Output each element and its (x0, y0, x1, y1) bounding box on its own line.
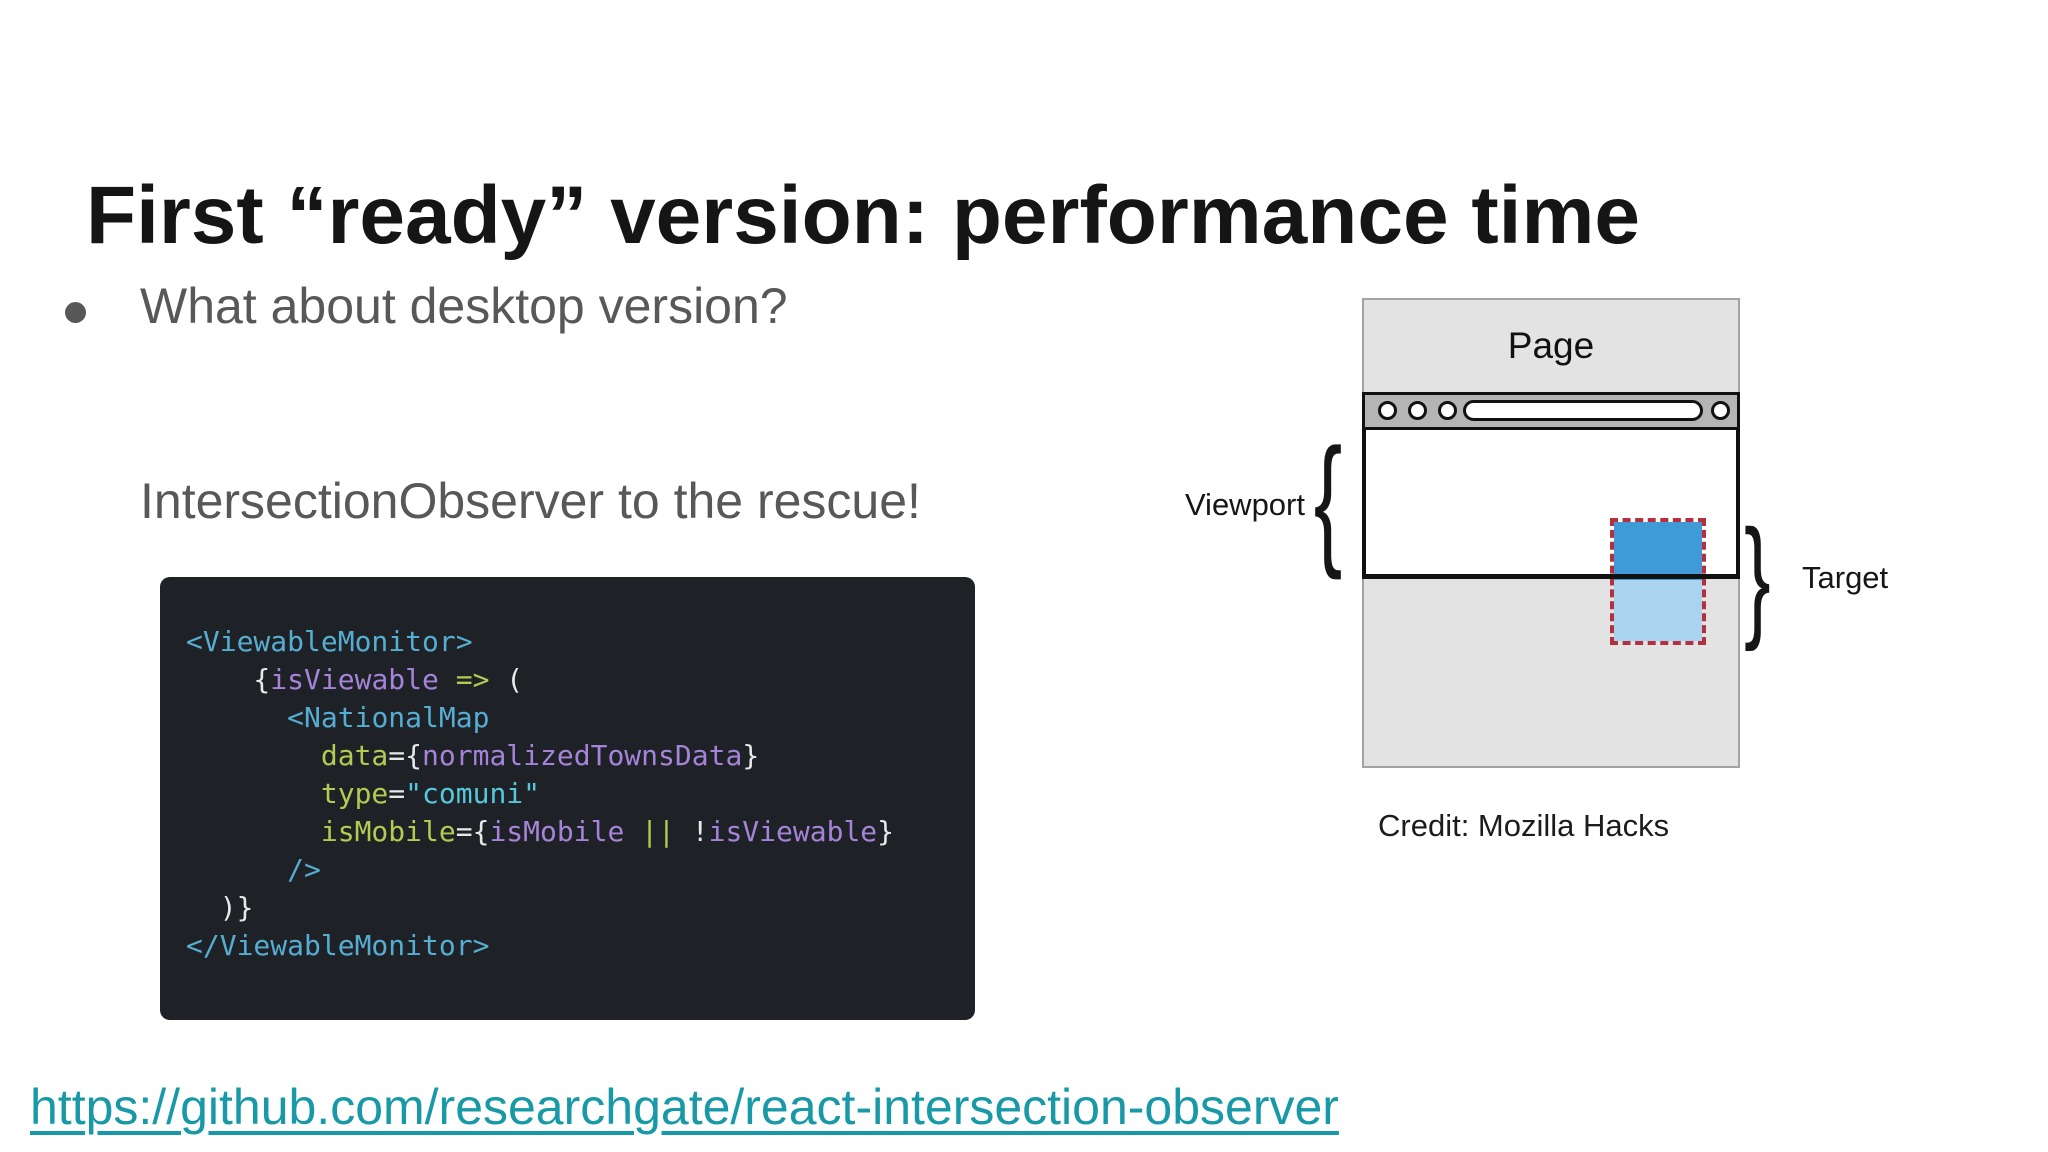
viewport-brace: { (1313, 419, 1343, 581)
code-token: </ViewableMonitor> (186, 929, 490, 962)
code-token: )} (186, 891, 254, 924)
code-token (186, 777, 321, 810)
browser-button-icon (1438, 401, 1457, 420)
code-token: { (186, 663, 271, 696)
target-visible-part (1614, 522, 1702, 580)
github-link[interactable]: https://github.com/researchgate/react-in… (30, 1079, 1339, 1135)
code-token (624, 815, 641, 848)
credit-text: Credit: Mozilla Hacks (1378, 808, 1670, 843)
code-token: normalizedTownsData (422, 739, 743, 772)
code-token: } (742, 739, 760, 772)
bullet-text: What about desktop version? (140, 278, 788, 334)
target-hidden-part (1614, 580, 1702, 641)
code-token: <ViewableMonitor> (186, 625, 473, 658)
code-line: </ViewableMonitor> (186, 927, 965, 965)
diagram-page-label: Page (1507, 325, 1595, 366)
subtext: IntersectionObserver to the rescue! (140, 473, 921, 529)
code-token: <NationalMap (287, 701, 490, 734)
code-token: isMobile (489, 815, 625, 848)
code-line: )} (186, 889, 965, 927)
code-token (186, 739, 321, 772)
code-line: <NationalMap (186, 699, 965, 737)
code-block: <ViewableMonitor> {isViewable => ( <Nati… (160, 577, 975, 1020)
browser-chrome-bar (1362, 392, 1740, 430)
code-token (186, 701, 287, 734)
intersection-diagram: Page (1362, 298, 1740, 768)
browser-button-icon (1408, 401, 1427, 420)
code-token: isMobile (320, 815, 456, 848)
code-line: /> (186, 851, 965, 889)
code-line: isMobile={isMobile || !isViewable} (186, 813, 965, 851)
code-token (439, 663, 456, 696)
code-token (186, 815, 321, 848)
code-token: isViewable (708, 815, 878, 848)
code-token: || (641, 815, 675, 848)
page-title: First “ready” version: performance time (86, 169, 1640, 261)
code-token: ={ (388, 739, 423, 772)
code-token: isViewable (270, 663, 439, 696)
code-token: => (455, 663, 490, 696)
viewport-label: Viewport (1184, 487, 1305, 522)
code-token: /> (287, 853, 321, 886)
code-line: type="comuni" (186, 775, 965, 813)
target-label: Target (1802, 560, 1889, 595)
browser-button-icon (1378, 401, 1397, 420)
code-line: <ViewableMonitor> (186, 623, 965, 661)
code-token: ( (489, 663, 524, 696)
code-line: {isViewable => ( (186, 661, 965, 699)
code-line: data={normalizedTownsData} (186, 737, 965, 775)
code-token: data (320, 739, 389, 772)
code-token (186, 853, 287, 886)
code-token: ! (674, 815, 709, 848)
code-token: = (388, 777, 406, 810)
target-brace: } (1744, 502, 1771, 653)
address-bar (1463, 400, 1703, 421)
viewport-bottom-line (1362, 574, 1740, 579)
diagram-target-box (1610, 518, 1706, 645)
diagram-page-band: Page (1364, 300, 1738, 392)
browser-button-icon (1711, 401, 1730, 420)
bullet-dot (65, 302, 86, 323)
code-token: } (877, 815, 895, 848)
code-token: ={ (455, 815, 490, 848)
code-token: type (320, 777, 389, 810)
code-token: "comuni" (405, 777, 541, 810)
